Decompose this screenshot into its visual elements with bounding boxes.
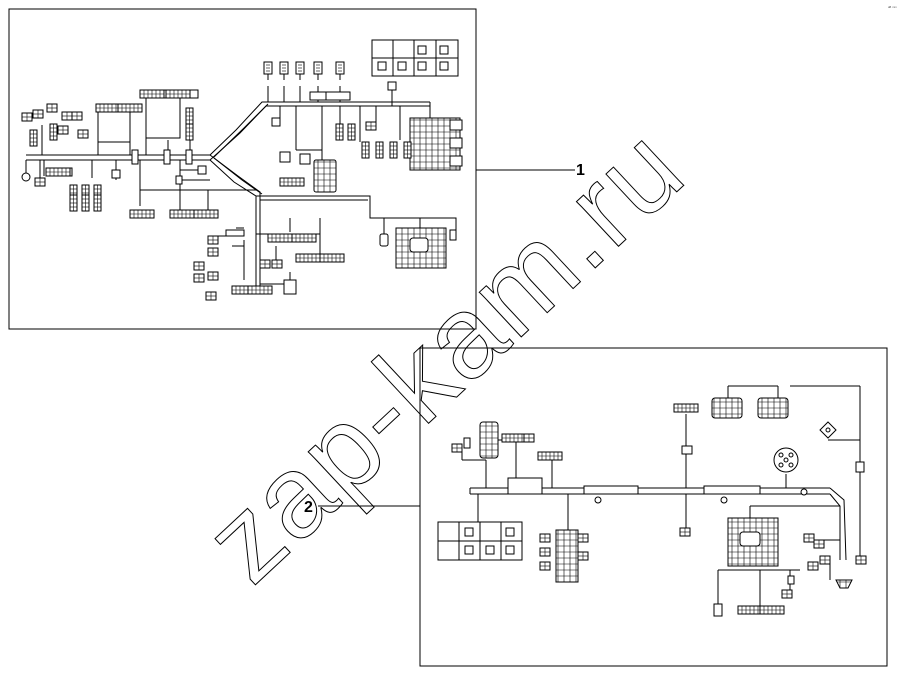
panel-1-top-plugs <box>263 61 350 100</box>
harness-panel-2: 2 <box>304 348 887 666</box>
corner-code: ᵃᴮ ᵐᵐ <box>888 5 898 10</box>
callout-2-label: 2 <box>304 499 313 516</box>
callout-1-label: 1 <box>576 162 585 179</box>
callout-1: 1 <box>476 162 585 179</box>
panel-1-left-connectors <box>21 89 219 219</box>
panel-2-connectors <box>438 398 867 616</box>
panel-1-relay-block <box>372 40 458 90</box>
callout-2: 2 <box>304 499 420 516</box>
harness-panel-1: 1 <box>9 9 585 329</box>
panel-1-fuse-box <box>272 118 462 192</box>
panel-2-frame <box>420 348 887 666</box>
panel-1-lower-connectors <box>193 228 456 301</box>
